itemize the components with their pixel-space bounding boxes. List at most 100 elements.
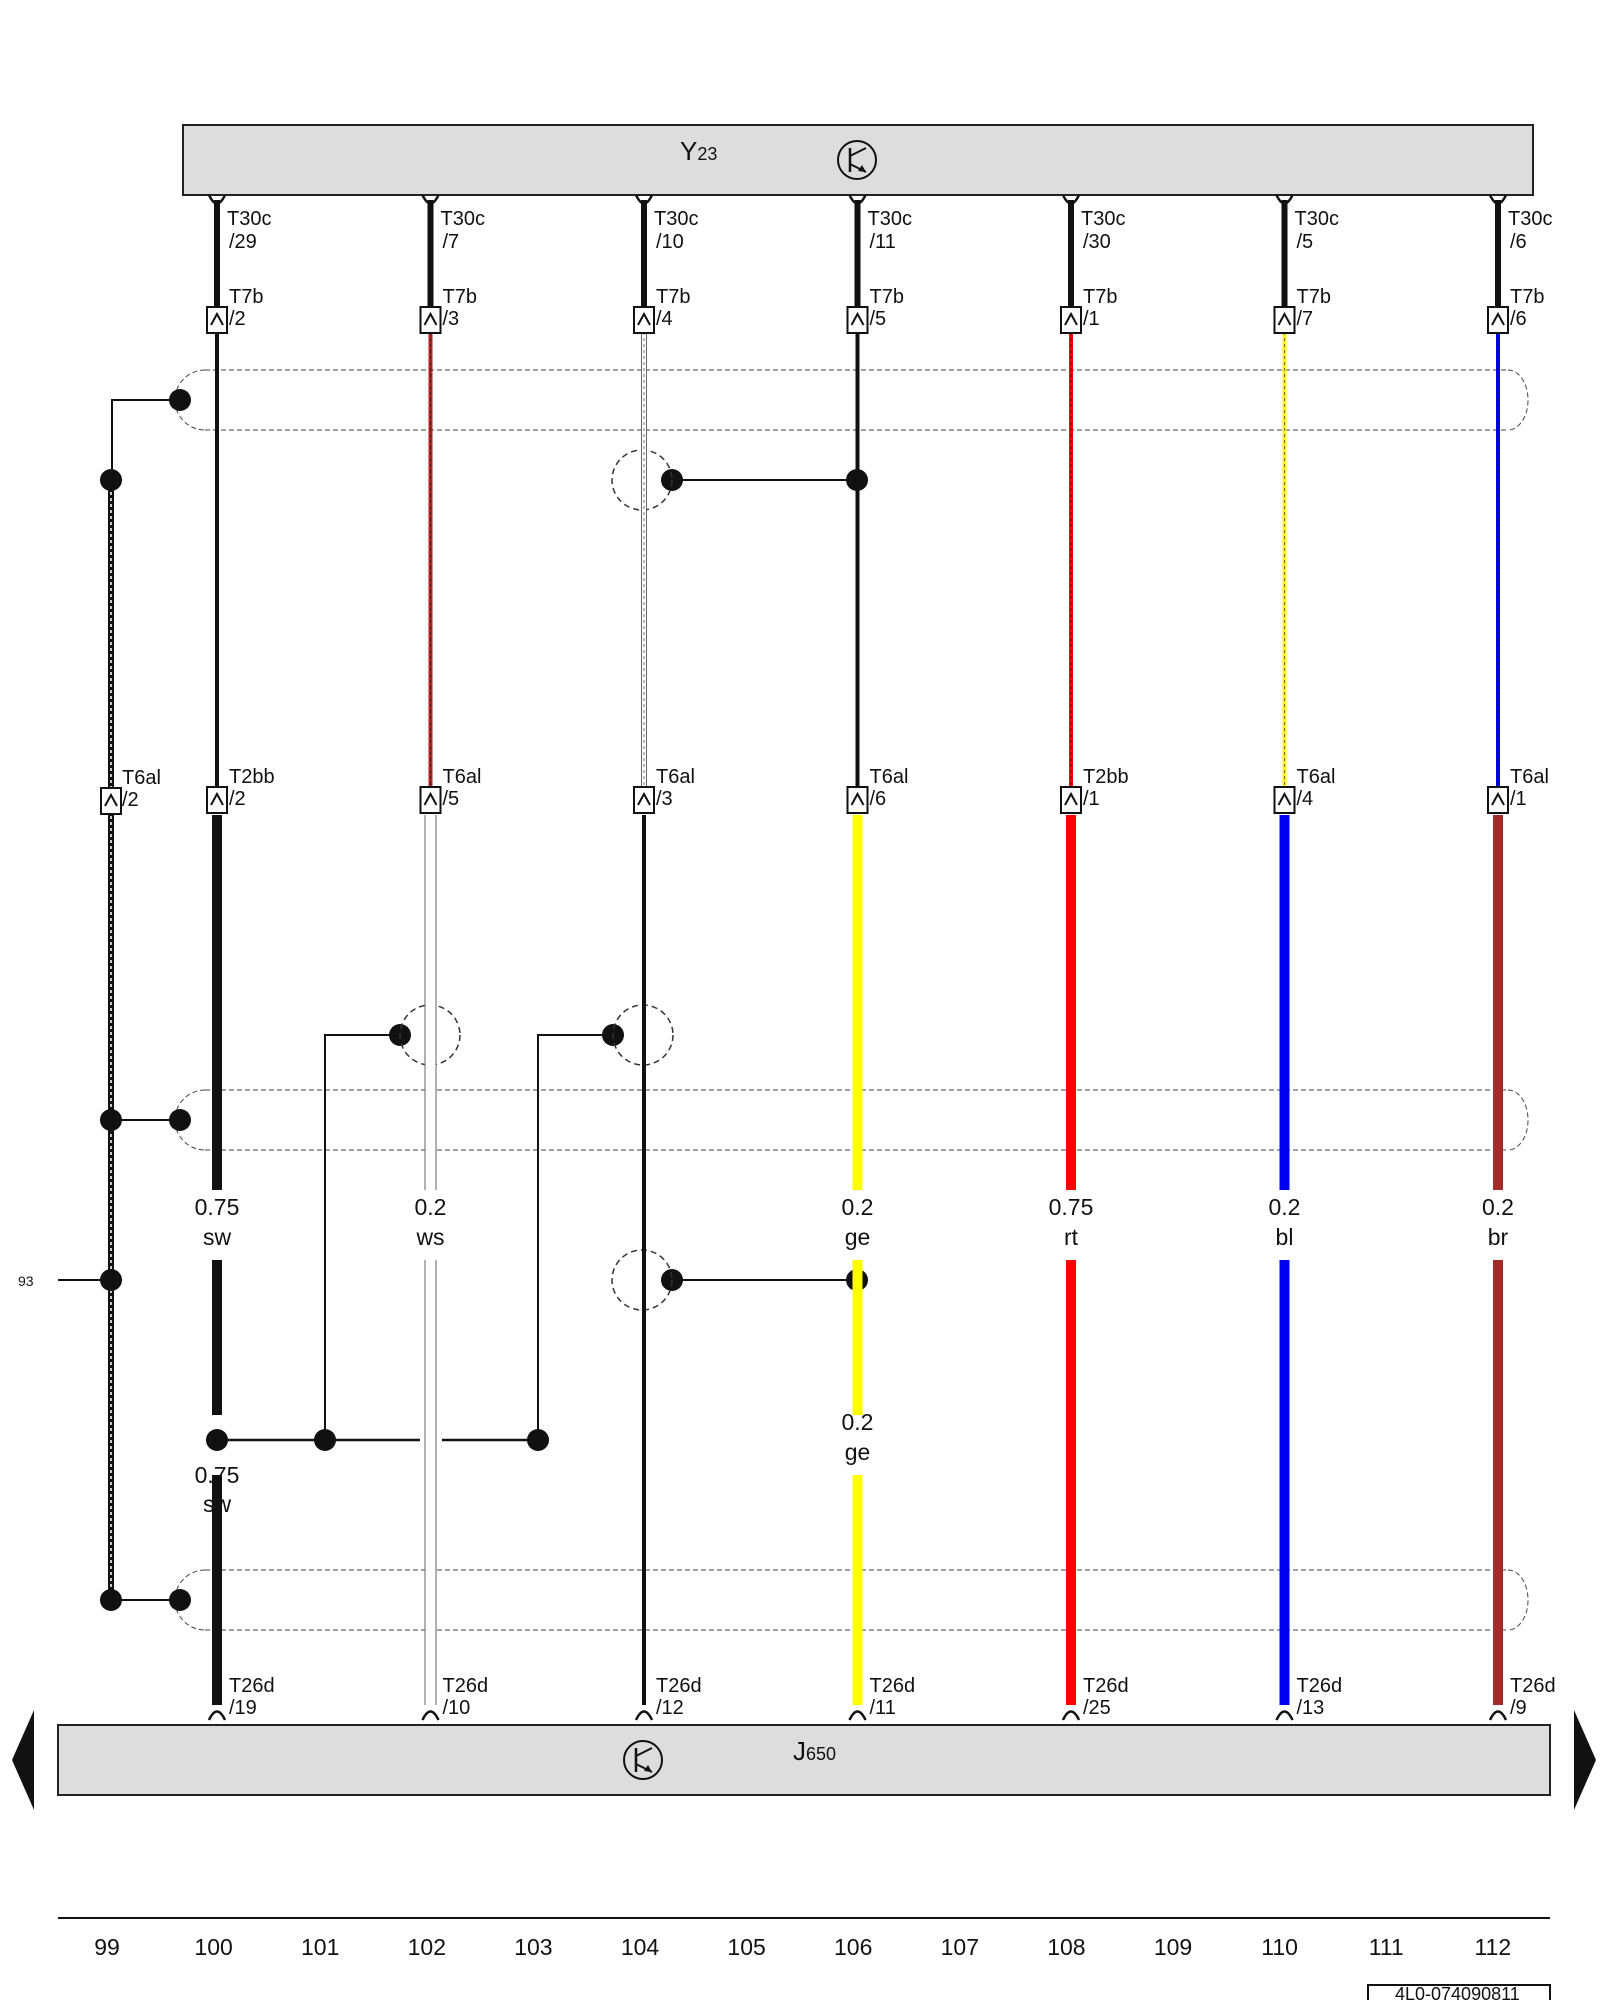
connector-t26d: T26d/25	[1083, 1675, 1129, 1719]
connector-t2bb: T2bb/2	[206, 766, 275, 814]
transistor-icon	[837, 140, 877, 180]
svg-text:bl: bl	[1276, 1224, 1294, 1250]
connector-t7b: T7b/6	[1487, 286, 1544, 334]
bridge-wires	[206, 449, 868, 1451]
connector-t2bb: T2bb/1	[1060, 766, 1129, 814]
svg-text:T2bb: T2bb	[1083, 766, 1129, 788]
svg-text:/4: /4	[1297, 788, 1314, 810]
column-number: 104	[621, 1934, 660, 1960]
reference-number: 93	[18, 1273, 34, 1289]
connector-t7b: T7b/3	[419, 286, 477, 334]
connector-t7b: T7b/2	[206, 286, 263, 334]
svg-text:/2: /2	[122, 789, 139, 811]
connector-t6al: T6al/6	[846, 766, 908, 814]
svg-text:T26d: T26d	[870, 1675, 916, 1697]
component-j650-box[interactable]	[57, 1724, 1551, 1796]
svg-text:T7b: T7b	[229, 286, 263, 308]
svg-text:T6al: T6al	[122, 767, 161, 789]
svg-text:T7b: T7b	[656, 286, 690, 308]
column-number: 110	[1261, 1934, 1298, 1960]
svg-text:T2bb: T2bb	[229, 766, 275, 788]
svg-text:/6: /6	[1510, 231, 1527, 253]
svg-text:/2: /2	[229, 308, 246, 330]
column-number: 107	[941, 1934, 979, 1960]
arrow-left-icon[interactable]	[12, 1710, 34, 1810]
svg-text:/10: /10	[656, 231, 684, 253]
wires-layer: T30c/29T7b/2T2bb/2T26d/190.75sw0.75swT30…	[195, 194, 1556, 1721]
svg-text:/25: /25	[1083, 1697, 1111, 1719]
connector-t7b: T7b/4	[633, 286, 690, 334]
column-number: 103	[514, 1934, 552, 1960]
svg-text:/6: /6	[1510, 308, 1527, 330]
wire-gauge-label: 0.75 sw	[195, 1194, 240, 1250]
svg-text:/29: /29	[229, 231, 257, 253]
connector-t30c: T30c/5	[1295, 208, 1339, 253]
svg-text:sw: sw	[203, 1224, 232, 1250]
drawing-id-box: 4L0-074090811	[1367, 1984, 1551, 2000]
svg-text:/2: /2	[229, 788, 246, 810]
wire-gauge-label: 0.2br	[1482, 1194, 1514, 1250]
svg-text:ge: ge	[845, 1224, 871, 1250]
svg-text:0.75: 0.75	[195, 1462, 240, 1488]
shield-band-upper	[174, 369, 1529, 431]
svg-text:/5: /5	[870, 308, 887, 330]
svg-text:T30c: T30c	[654, 208, 698, 230]
column-number: 99	[94, 1934, 120, 1960]
connector-t30c: T30c/11	[868, 208, 912, 253]
wire-gauge-label-2: 0.2ge	[842, 1409, 874, 1465]
svg-text:/11: /11	[870, 1697, 896, 1719]
svg-text:/12: /12	[656, 1697, 684, 1719]
column-number: 108	[1047, 1934, 1085, 1960]
column-number: 101	[301, 1934, 339, 1960]
svg-text:T7b: T7b	[870, 286, 904, 308]
svg-text:0.2: 0.2	[1269, 1194, 1301, 1220]
svg-text:T6al: T6al	[1510, 766, 1549, 788]
arrow-right-icon[interactable]	[1574, 1710, 1596, 1810]
svg-text:0.2: 0.2	[842, 1409, 874, 1435]
svg-text:/6: /6	[870, 788, 887, 810]
svg-text:T26d: T26d	[1297, 1675, 1343, 1697]
svg-text:T6al: T6al	[1297, 766, 1336, 788]
svg-text:/7: /7	[1297, 308, 1314, 330]
svg-text:/1: /1	[1083, 308, 1100, 330]
connector-t6al: T6al/3	[633, 766, 695, 814]
column-number: 106	[834, 1934, 872, 1960]
svg-text:T26d: T26d	[443, 1675, 489, 1697]
svg-text:/3: /3	[656, 788, 673, 810]
connector-t6al: T6al/4	[1273, 766, 1336, 814]
connector-t26d: T26d/13	[1297, 1675, 1343, 1719]
svg-text:0.75: 0.75	[195, 1194, 240, 1220]
svg-text:/9: /9	[1510, 1697, 1527, 1719]
column-number: 102	[408, 1934, 446, 1960]
svg-text:/10: /10	[443, 1697, 471, 1719]
svg-text:T30c: T30c	[1508, 208, 1552, 230]
connector-t7b: T7b/5	[846, 286, 904, 334]
connector-t30c: T30c/10	[654, 208, 698, 253]
shield-band-middle	[174, 1089, 1529, 1151]
svg-text:/13: /13	[1297, 1697, 1325, 1719]
connector-t7b: T7b/7	[1273, 286, 1331, 334]
column-number: 112	[1474, 1934, 1511, 1960]
svg-text:T6al: T6al	[443, 766, 482, 788]
transistor-icon	[623, 1740, 663, 1780]
svg-text:/5: /5	[443, 788, 460, 810]
svg-text:T30c: T30c	[1081, 208, 1125, 230]
shield-band-lower	[174, 1569, 1529, 1631]
svg-text:/1: /1	[1083, 788, 1100, 810]
wire-gauge-label: 0.2 bl	[1269, 1194, 1301, 1250]
component-y23-box[interactable]	[182, 124, 1534, 196]
svg-text:T26d: T26d	[229, 1675, 275, 1697]
svg-text:/11: /11	[870, 231, 896, 253]
svg-text:T30c: T30c	[1295, 208, 1339, 230]
svg-text:T30c: T30c	[441, 208, 485, 230]
